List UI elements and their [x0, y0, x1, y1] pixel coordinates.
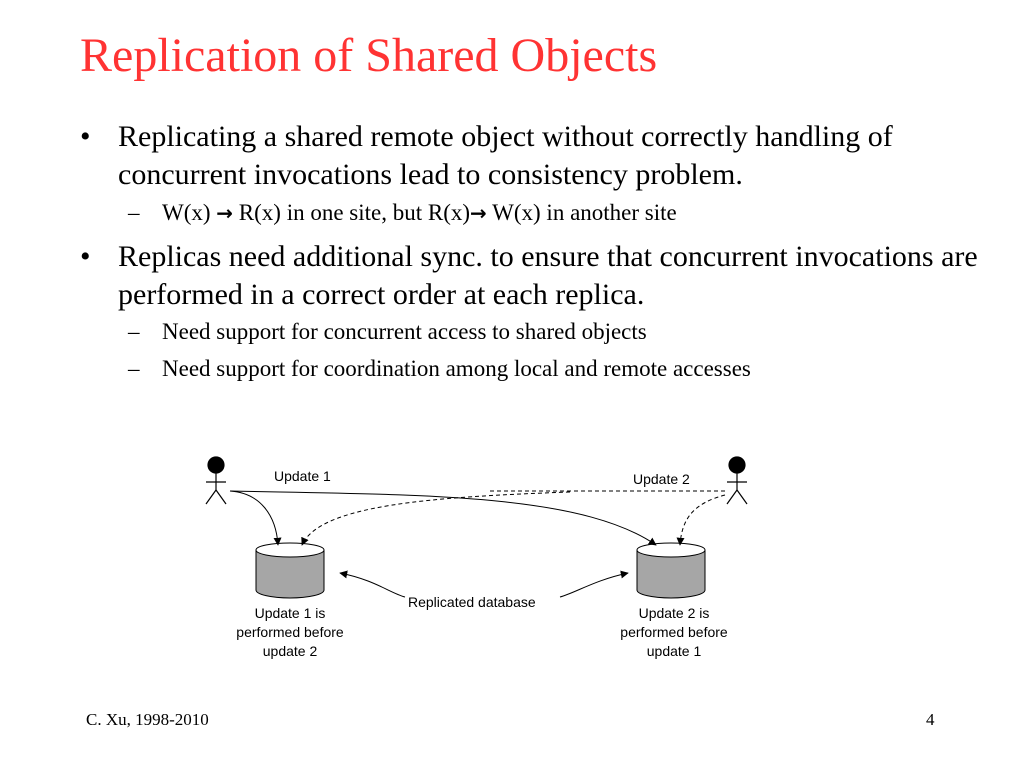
sub-bullet-marker: –	[128, 356, 140, 381]
bullet-marker: •	[80, 120, 91, 153]
update2-local-arrow	[676, 494, 726, 546]
sub-bullet-text: Need support for coordination among loca…	[162, 356, 751, 381]
sub-bullet-marker: –	[128, 200, 140, 225]
right-database-icon	[636, 542, 706, 599]
update2-remote-arrow	[301, 491, 571, 546]
replicated-database-label: Replicated database	[408, 594, 536, 610]
left-user-icon	[205, 456, 227, 505]
text-part: W(x) in another site	[486, 200, 677, 225]
update1-remote-arrow	[229, 490, 657, 546]
caption-line: update 1	[646, 643, 702, 659]
bullet-text: Replicating a shared remote object witho…	[118, 120, 893, 191]
text-part: R(x) in one site, but R(x)	[233, 200, 471, 225]
sub-bullet-marker: –	[128, 319, 140, 344]
bullet-text: Replicas need additional sync. to ensure…	[118, 240, 978, 311]
sub-bullet-text: Need support for concurrent access to sh…	[162, 319, 647, 344]
diagram-graphics	[205, 456, 748, 599]
caption-line: update 2	[262, 643, 318, 659]
right-arrow-icon: →	[216, 201, 234, 225]
caption-line: performed before	[236, 624, 344, 640]
caption-line: Update 1 is	[254, 605, 326, 621]
right-caption: Update 2 is performed before update 1	[604, 604, 744, 661]
update2-label: Update 2	[633, 471, 690, 487]
left-caption: Update 1 is performed before update 2	[220, 604, 360, 661]
right-user-icon	[726, 456, 748, 505]
bullet-marker: •	[80, 240, 91, 273]
update1-label: Update 1	[274, 468, 331, 484]
caption-line: performed before	[620, 624, 728, 640]
footer-author: C. Xu, 1998-2010	[86, 710, 209, 729]
update1-local-arrow	[229, 490, 282, 546]
text-part: W(x)	[162, 200, 217, 225]
left-database-icon	[255, 542, 325, 599]
sub-bullet-text: W(x) → R(x) in one site, but R(x)→ W(x) …	[162, 199, 677, 227]
page-number: 4	[926, 710, 935, 729]
replicated-arrow-right	[559, 570, 629, 598]
right-arrow-icon: →	[470, 201, 487, 225]
replicated-arrow-left	[339, 570, 406, 598]
slide-title: Replication of Shared Objects	[80, 29, 658, 82]
caption-line: Update 2 is	[638, 605, 710, 621]
replication-diagram: Update 1 Update 2 Replicated database Up…	[190, 445, 770, 670]
